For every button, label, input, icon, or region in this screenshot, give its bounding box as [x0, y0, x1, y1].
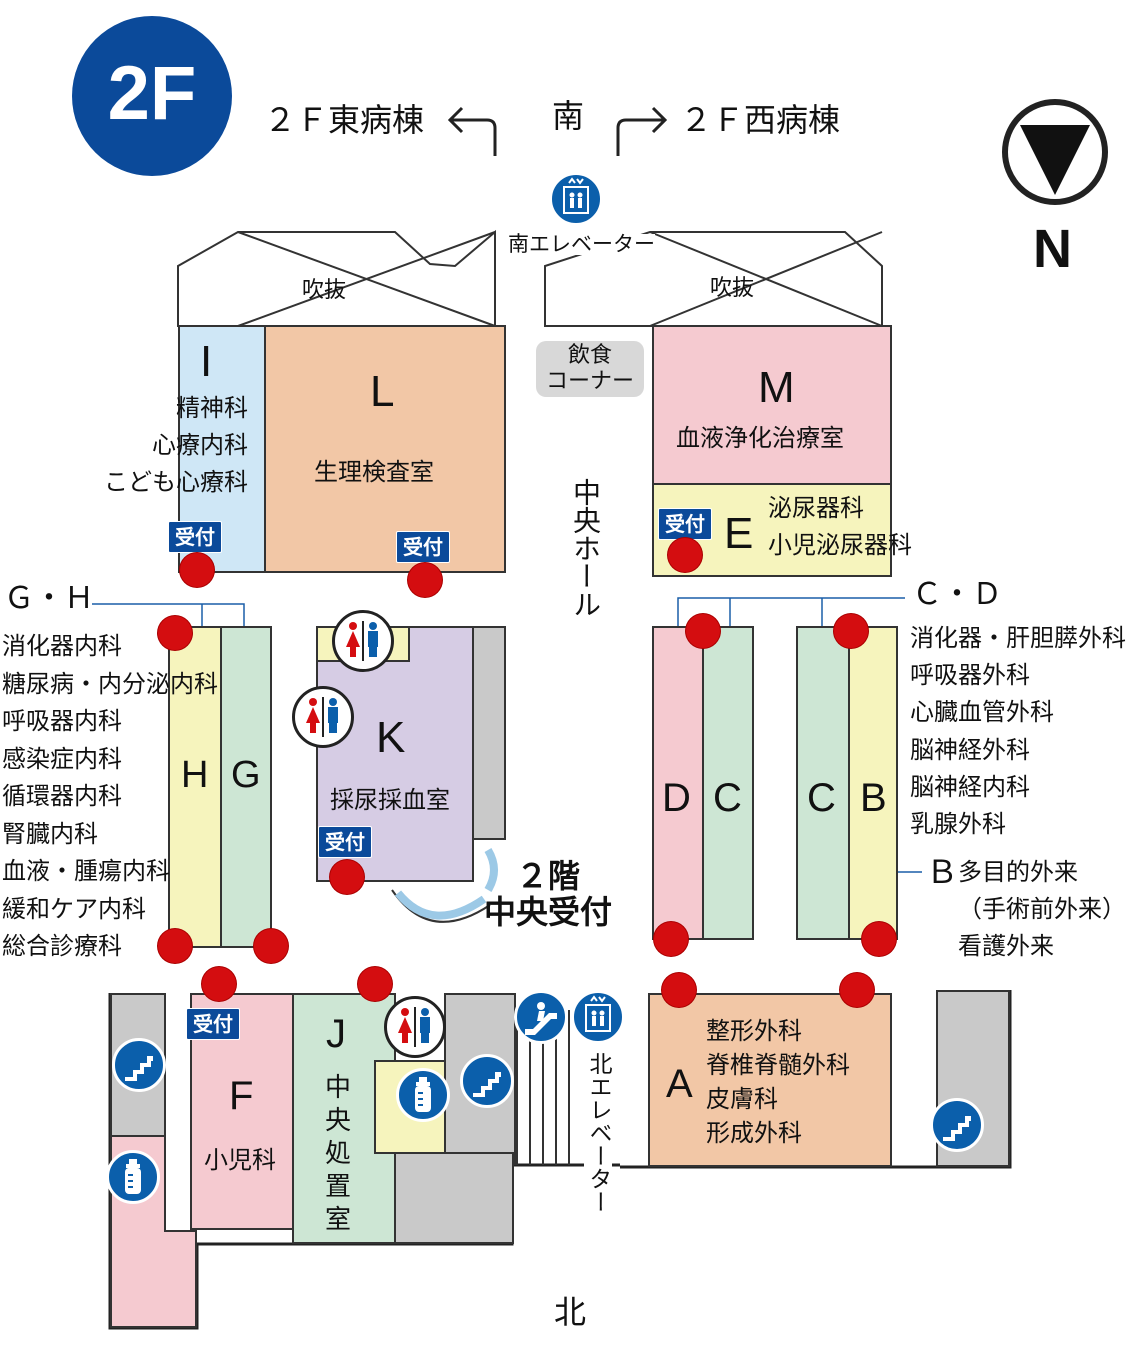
entrance-GH-top-dot — [158, 616, 192, 650]
room-A-letter: A — [666, 1062, 693, 1106]
entrance-B-bottom-dot — [862, 922, 896, 956]
baby-bottle-icon — [106, 1150, 160, 1204]
entrance-A-left-dot — [662, 973, 696, 1007]
room-J-depts: 中 央 処 置 室 — [325, 1073, 352, 1235]
compass-north-label: N — [1033, 219, 1072, 279]
gh-callout-title: Ｇ・Ｈ — [4, 581, 94, 616]
stairs-icon — [460, 1054, 514, 1108]
room-E-depts: 泌尿器科 小児泌尿器科 — [768, 494, 912, 560]
entrance-G-bottom-dot — [254, 929, 288, 963]
room-D-letter: D — [662, 776, 691, 820]
escalator-icon — [514, 990, 568, 1044]
restroom-icon — [384, 996, 446, 1058]
arrow-left-icon — [447, 106, 497, 156]
room-L[interactable] — [264, 325, 506, 573]
reception-badge-I: 受付 — [168, 521, 222, 553]
b-callout-depts: 多目的外来 （手術前外来） 看護外来 — [958, 858, 1126, 960]
room-I-depts: 精神科 心療内科 こども心療科 — [104, 394, 248, 497]
entrance-J-dot — [358, 967, 392, 1001]
north-label: 北 — [554, 1293, 587, 1331]
room-K-depts: 採尿採血室 — [330, 786, 450, 814]
room-H-letter: H — [181, 754, 209, 796]
room-F-depts: 小児科 — [204, 1146, 276, 1174]
room-E-letter: E — [724, 509, 754, 558]
room-B-letter: B — [860, 776, 887, 820]
entrance-D-top-dot — [686, 614, 720, 648]
south-elevator-label: 南エレベーター — [508, 232, 655, 256]
entrance-H-bottom-dot — [158, 929, 192, 963]
room-K-storage — [472, 626, 506, 840]
east-ward-label: ２Ｆ東病棟 — [264, 101, 425, 139]
reception-badge-K: 受付 — [318, 826, 372, 858]
entrance-I-dot — [180, 553, 214, 587]
room-I-letter: I — [200, 337, 213, 386]
room-A-depts: 整形外科 脊椎脊髄外科 皮膚科 形成外科 — [706, 1017, 850, 1147]
room-C-right-letter: C — [807, 776, 836, 820]
stairs-icon — [112, 1038, 166, 1092]
room-F-letter: F — [229, 1074, 254, 1118]
north-center-block-low — [394, 1152, 514, 1244]
entrance-F-dot — [202, 967, 236, 1001]
room-G[interactable] — [220, 626, 272, 948]
room-L-depts: 生理検査室 — [314, 458, 434, 486]
room-J-letter: J — [326, 1012, 346, 1056]
food-corner: 飲食 コーナー — [536, 341, 644, 397]
food-corner-label: 飲食 コーナー — [545, 343, 634, 394]
north-elevator-label: 北エレベーター — [584, 1052, 612, 1213]
baby-bottle-icon — [396, 1068, 450, 1122]
entrance-L-dot — [408, 563, 442, 597]
room-C-left[interactable] — [702, 626, 754, 940]
south-label: 南 — [552, 97, 585, 135]
cd-callout-depts: 消化器・肝胆膵外科 呼吸器外科 心臓血管外科 脳神経外科 脳神経内科 乳腺外科 — [910, 624, 1126, 839]
reception-badge-F: 受付 — [186, 1008, 240, 1040]
room-K-letter: K — [376, 713, 406, 762]
cd-callout-title: Ｃ・Ｄ — [912, 577, 1002, 612]
room-M-letter: M — [758, 363, 795, 412]
atrium-left-outline — [177, 229, 496, 327]
room-B[interactable] — [848, 626, 898, 940]
entrance-E-dot — [668, 538, 702, 572]
entrance-B-top-dot — [834, 614, 868, 648]
reception-badge-E: 受付 — [658, 508, 712, 540]
restroom-icon — [332, 610, 394, 672]
arrow-right-icon — [616, 106, 668, 156]
elevator-icon — [571, 990, 625, 1044]
room-C-right[interactable] — [796, 626, 850, 940]
floor-badge-label: 2F — [107, 51, 197, 136]
entrance-D-bottom-dot — [654, 922, 688, 956]
restroom-icon — [292, 686, 354, 748]
gh-callout-depts: 消化器内科 糖尿病・内分泌内科 呼吸器内科 感染症内科 循環器内科 腎臓内科 血… — [2, 632, 218, 960]
room-L-letter: L — [370, 367, 395, 416]
stairs-icon — [930, 1098, 984, 1152]
central-hall-label: 中央ホール — [569, 478, 602, 618]
atrium-left-label: 吹抜 — [302, 278, 347, 303]
reception-badge-L: 受付 — [396, 531, 450, 563]
west-ward-label: ２Ｆ西病棟 — [680, 101, 841, 139]
room-pink-lower-ext — [164, 1230, 197, 1328]
room-G-letter: G — [231, 754, 261, 796]
room-C-left-letter: C — [713, 776, 742, 820]
atrium-right-label: 吹抜 — [710, 276, 755, 301]
b-callout-title: Ｂ — [926, 853, 959, 891]
floor-badge: 2F — [72, 16, 232, 176]
room-M[interactable] — [652, 325, 892, 485]
room-M-depts: 血液浄化治療室 — [676, 424, 844, 452]
central-reception-label: ２階 中央受付 — [484, 857, 613, 931]
elevator-icon — [549, 172, 603, 226]
compass-needle-icon — [1020, 125, 1090, 195]
entrance-A-right-dot — [840, 973, 874, 1007]
entrance-K-dot — [330, 860, 364, 894]
room-A[interactable] — [648, 993, 892, 1167]
